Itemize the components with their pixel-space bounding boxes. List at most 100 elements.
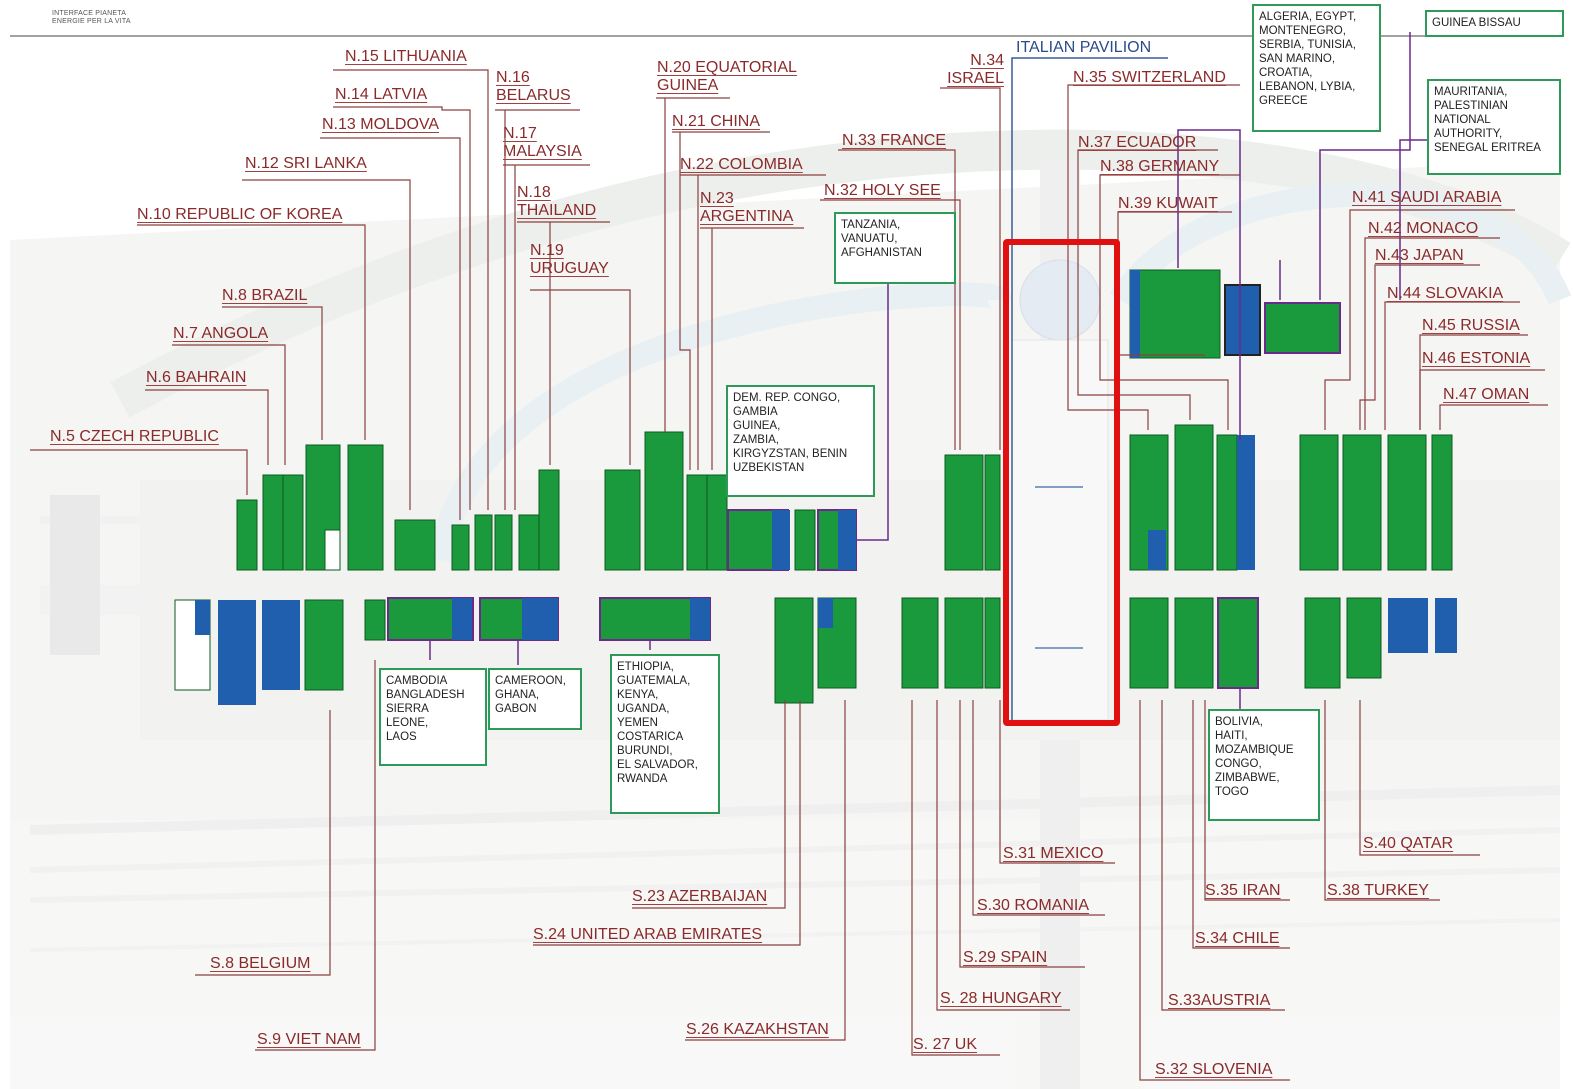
label-n21: N.21 CHINA (672, 113, 761, 130)
pavilion-block (1129, 597, 1169, 689)
label-n20: N.20 EQUATORIAL GUINEA (657, 59, 797, 94)
pavilion-block (538, 469, 560, 571)
pavilion-block (1388, 598, 1428, 653)
pavilion-block (644, 431, 684, 571)
pavilion-block (1342, 434, 1382, 571)
label-s9: S.9 VIET NAM (257, 1031, 361, 1048)
pavilion-block (1217, 597, 1259, 689)
label-n10: N.10 REPUBLIC OF KOREA (137, 206, 343, 223)
pavilion-block (1304, 597, 1341, 689)
label-n16: N.16 BELARUS (496, 69, 571, 104)
italian-pavilion-line (1011, 57, 1168, 720)
label-s30: S.30 ROMANIA (977, 897, 1090, 914)
label-s35: S.35 IRAN (1205, 882, 1281, 899)
pavilion-block (690, 598, 710, 640)
label-s29: S.29 SPAIN (963, 949, 1048, 966)
pavilion-block (1148, 530, 1166, 570)
pavilion-block (838, 510, 856, 570)
label-n22: N.22 COLOMBIA (680, 156, 803, 173)
pavilion-block (604, 469, 641, 571)
label-n32: N.32 HOLY SEE (824, 182, 941, 199)
label-n41: N.41 SAUDI ARABIA (1352, 189, 1502, 206)
pavilion-block (1237, 435, 1255, 570)
pavilion-block (262, 600, 300, 690)
pavilion-block (1174, 424, 1214, 571)
pavilion-block (452, 598, 472, 640)
label-n5: N.5 CZECH REPUBLIC (50, 428, 219, 445)
label-n45: N.45 RUSSIA (1422, 317, 1520, 334)
label-n43: N.43 JAPAN (1375, 247, 1464, 264)
pavilion-block (474, 514, 493, 571)
label-s27: S. 27 UK (913, 1036, 978, 1053)
pavilion-block (1435, 598, 1457, 653)
pavilion-block (1431, 434, 1453, 571)
pavilion-block (774, 597, 814, 704)
label-n34: N.34 ISRAEL (947, 52, 1004, 87)
pavilion-block (262, 474, 284, 571)
pavilion-block (901, 597, 939, 689)
pavilion-block (1264, 302, 1341, 354)
label-s34: S.34 CHILE (1195, 930, 1280, 947)
pavilion-block (686, 474, 708, 571)
pavilion-block (1174, 597, 1214, 689)
pavilion-blocks (174, 269, 1457, 705)
label-n18: N.18 THAILAND (517, 184, 597, 219)
pavilion-block (282, 474, 304, 571)
box-tanzania-cluster: TANZANIA, VANUATU, AFGHANISTAN (834, 212, 956, 284)
pavilion-block (1224, 284, 1261, 356)
label-s28: S. 28 HUNGARY (940, 990, 1062, 1007)
box-mauritania-cluster: MAURITANIA, PALESTINIAN NATIONAL AUTHORI… (1427, 79, 1561, 175)
label-n38: N.38 GERMANY (1100, 158, 1220, 175)
label-s38: S.38 TURKEY (1327, 882, 1429, 899)
highlight-rectangle (1003, 239, 1120, 726)
box-algeria-cluster: ALGERIA, EGYPT, MONTENEGRO, SERBIA, TUNI… (1252, 4, 1381, 132)
pavilion-block (522, 598, 558, 640)
label-s26: S.26 KAZAKHSTAN (686, 1021, 829, 1038)
pavilion-block (195, 600, 210, 635)
header-line-2: ENERGIE PER LA VITA (52, 18, 131, 25)
box-cambodia-cluster: CAMBODIA BANGLADESH SIERRA LEONE, LAOS (379, 668, 487, 766)
pavilion-block (518, 514, 540, 571)
leader-lines (30, 69, 1548, 1081)
pavilion-block (1130, 270, 1140, 358)
label-s32: S.32 SLOVENIA (1155, 1061, 1273, 1078)
label-n17: N.17 MALAYSIA (503, 125, 582, 160)
pavilion-block (494, 514, 513, 571)
pavilion-block (218, 600, 256, 705)
pavilion-block (772, 510, 790, 570)
label-s8: S.8 BELGIUM (210, 955, 311, 972)
label-n8: N.8 BRAZIL (222, 287, 308, 304)
label-n13: N.13 MOLDOVA (322, 116, 440, 133)
label-n7: N.7 ANGOLA (173, 325, 269, 342)
label-n15: N.15 LITHUANIA (345, 48, 467, 65)
pavilion-block (818, 598, 833, 628)
pavilion-block (706, 474, 728, 571)
label-n46: N.46 ESTONIA (1422, 350, 1531, 367)
label-s33: S.33AUSTRIA (1168, 992, 1271, 1009)
label-s24: S.24 UNITED ARAB EMIRATES (533, 926, 763, 943)
label-italian-pavilion: ITALIAN PAVILION (1016, 39, 1152, 56)
pavilion-block (984, 454, 1001, 571)
pavilion-block (944, 454, 984, 571)
label-n6: N.6 BAHRAIN (146, 369, 247, 386)
label-n47: N.47 OMAN (1443, 386, 1530, 403)
box-bolivia-cluster: BOLIVIA, HAITI, MOZAMBIQUE CONGO, ZIMBAB… (1208, 709, 1320, 821)
label-n19: N.19 URUGUAY (530, 242, 609, 277)
pavilion-block (1346, 597, 1382, 679)
header-line-1: INTERFACE PIANETA (52, 10, 127, 17)
pavilion-block (304, 599, 344, 691)
box-guinea-bissau: GUINEA BISSAU (1425, 10, 1564, 37)
cluster-connectors (429, 32, 1430, 710)
pavilion-block (1299, 434, 1339, 571)
label-n12: N.12 SRI LANKA (245, 155, 367, 172)
pavilion-block (451, 524, 470, 571)
label-n14: N.14 LATVIA (335, 86, 428, 103)
label-n23: N.23 ARGENTINA (700, 190, 794, 225)
pavilion-block (347, 444, 384, 571)
pavilion-block (236, 499, 258, 571)
pavilion-block (1216, 434, 1238, 571)
pavilion-block (1129, 269, 1221, 359)
label-s23: S.23 AZERBAIJAN (632, 888, 768, 905)
box-congo-cluster: DEM. REP. CONGO, GAMBIA GUINEA, ZAMBIA, … (726, 385, 875, 497)
